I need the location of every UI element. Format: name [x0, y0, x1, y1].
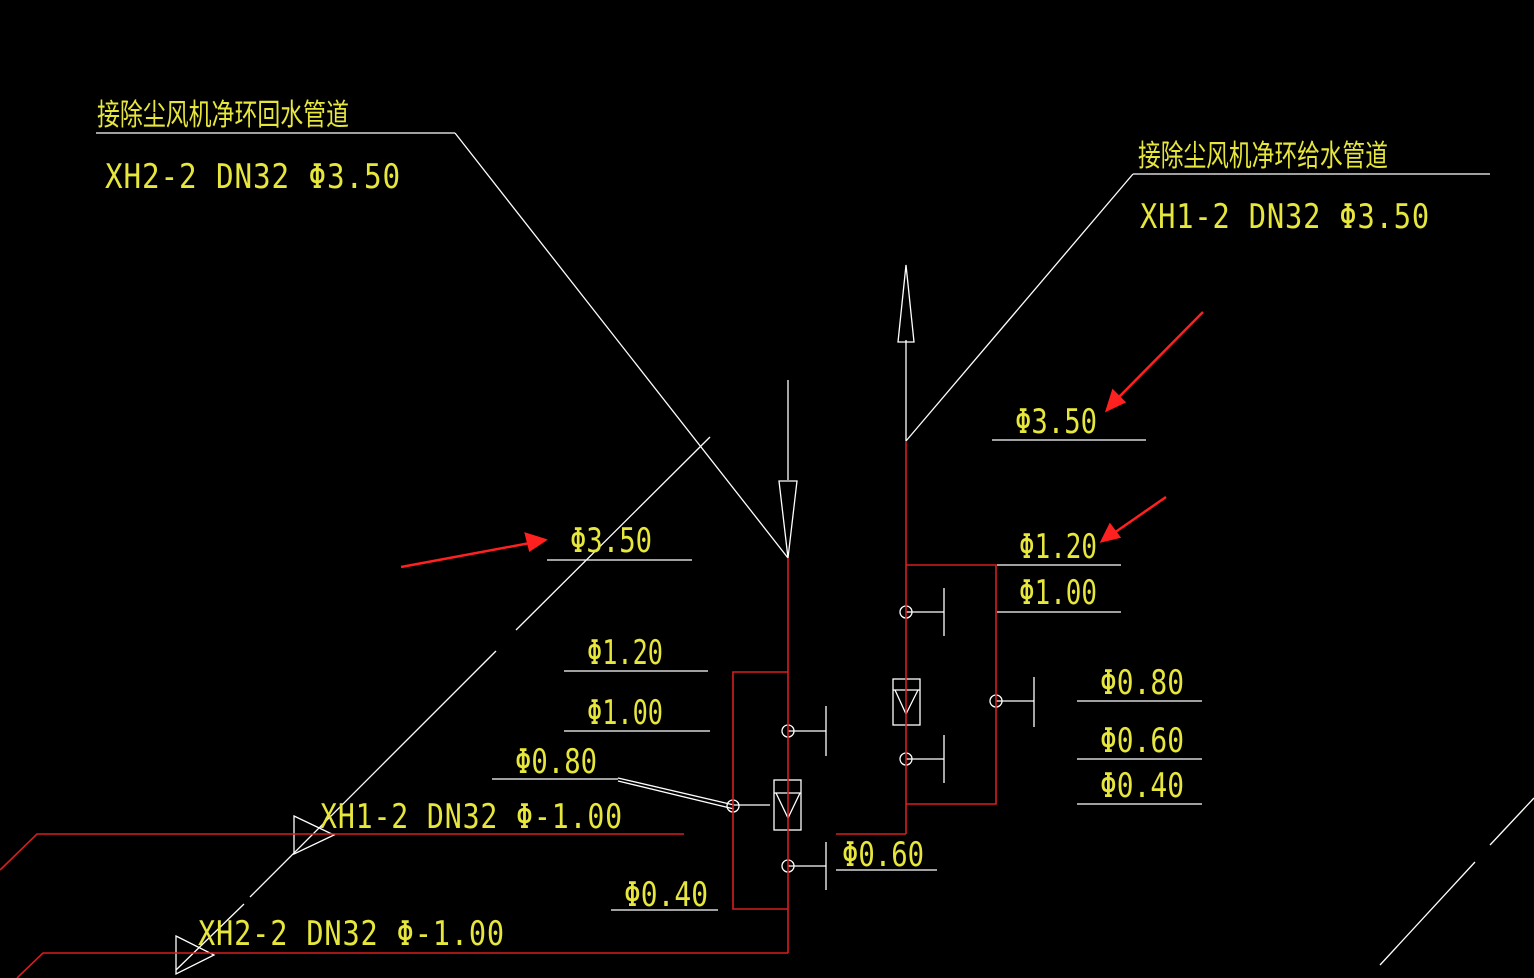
annotation-arrow-left-icon	[524, 532, 548, 553]
annotation-arrow-right-mid-line	[1113, 495, 1167, 535]
drawing-text: 接除尘风机净环回水管道 XH2-2 DN32 Φ3.50 接除尘风机净环给水管道…	[97, 98, 1430, 954]
elev-right-120: Φ1.20	[1019, 527, 1097, 567]
pipe-xh2-label: XH2-2 DN32 Φ-1.00	[198, 914, 505, 954]
pipe-left-bypass	[732, 671, 788, 910]
elev-right-100: Φ1.00	[1019, 573, 1097, 613]
inlet-arrow-xh1-icon	[293, 814, 336, 856]
return-pipe-spec: XH2-2 DN32 Φ3.50	[105, 157, 401, 197]
elev-right-060: Φ0.60	[1100, 721, 1184, 761]
elev-left-100: Φ1.00	[587, 693, 663, 733]
inlet-arrow-xh2-icon	[175, 934, 216, 976]
elev-left-120: Φ1.20	[587, 633, 663, 673]
annotation-arrows	[400, 311, 1204, 569]
supply-leader-line	[905, 173, 1134, 442]
diagonal-line-1b	[249, 650, 497, 898]
pipe-xh1-label: XH1-2 DN32 Φ-1.00	[320, 797, 623, 837]
elev-left-350: Φ3.50	[570, 521, 652, 561]
diagonal-line-right-top	[1489, 797, 1534, 846]
return-leader-line	[454, 132, 789, 559]
elev-left-080: Φ0.80	[515, 742, 597, 782]
supply-pipe-title: 接除尘风机净环给水管道	[1138, 139, 1388, 174]
pipe-right-bypass	[906, 564, 997, 805]
annotation-arrow-left-line	[400, 541, 531, 569]
elev-080-leader-a	[617, 777, 735, 806]
elev-080-leader-b	[617, 780, 735, 810]
diagonal-line-1c	[175, 903, 245, 971]
annotation-arrow-right-top-line	[1117, 311, 1204, 399]
return-pipe-title: 接除尘风机净环回水管道	[97, 98, 349, 133]
pipe-xh2-horizontal	[16, 952, 788, 978]
diagonal-line-right	[1379, 861, 1476, 966]
pipes	[0, 441, 997, 978]
annotation-arrow-right-top-icon	[1104, 388, 1127, 413]
diagonal-line-1	[515, 436, 711, 631]
elev-right-350: Φ3.50	[1015, 402, 1097, 442]
leader-lines	[96, 132, 1534, 971]
flow-arrows	[175, 264, 915, 976]
up-flow-arrow-icon	[897, 264, 915, 343]
elev-mid-060: Φ0.60	[842, 835, 924, 875]
pipe-xh1-horizontal	[0, 833, 684, 871]
elev-right-080: Φ0.80	[1100, 663, 1184, 703]
supply-pipe-spec: XH1-2 DN32 Φ3.50	[1140, 197, 1430, 237]
elev-left-040: Φ0.40	[624, 875, 708, 915]
annotation-arrow-right-mid-icon	[1099, 522, 1122, 543]
down-flow-arrow-icon	[778, 480, 798, 559]
elev-right-040: Φ0.40	[1100, 766, 1184, 806]
